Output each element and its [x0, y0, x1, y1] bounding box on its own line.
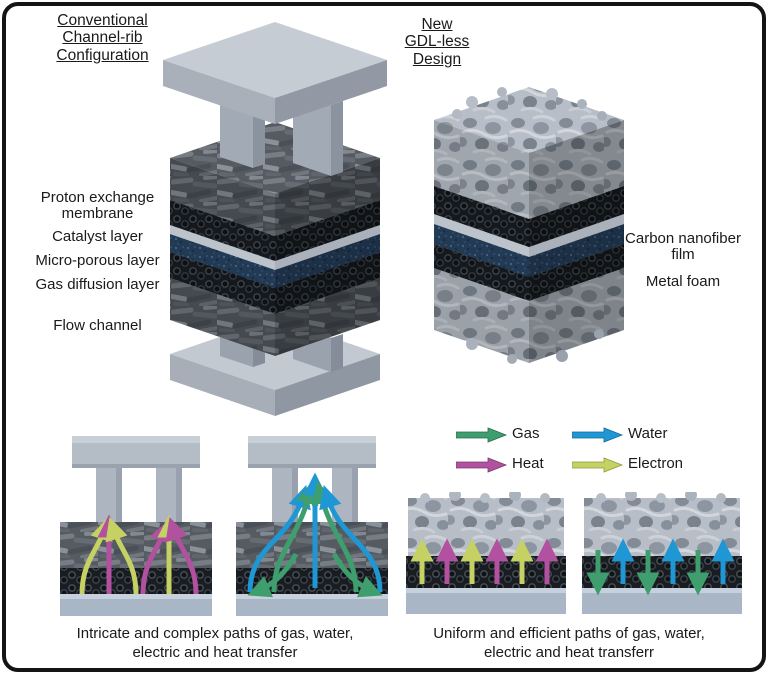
- label-flow-channel: Flow channel: [53, 317, 142, 334]
- water-arrow-icon: [572, 427, 624, 443]
- gdl-less-title-line2: GDL-less: [404, 33, 470, 51]
- label-catalyst-layer: Catalyst layer: [52, 228, 143, 245]
- label-gas-diffusion-layer: Gas diffusion layer: [35, 276, 160, 293]
- gdl-less-title-line3: Design: [412, 50, 462, 68]
- legend-label-gas: Gas: [512, 425, 540, 442]
- gdl-less-title-line1: New: [421, 16, 453, 33]
- gas-arrow-icon: [456, 427, 508, 443]
- flow-panel-gdl-less-gas-water: [582, 492, 742, 614]
- legend-label-water: Water: [628, 425, 668, 442]
- label-carbon-nanofiber-line2: film: [671, 246, 695, 263]
- gdl-less-title: New GDL-less Design: [377, 16, 497, 68]
- caption-gdl-less-line1: Uniform and efficient paths of gas, wate…: [433, 625, 705, 642]
- conventional-title-line1: Conventional: [57, 12, 148, 29]
- label-metal-foam: Metal foam: [645, 273, 721, 290]
- label-pem-line1: Proton exchange: [40, 189, 155, 206]
- gdl-less-stack-illustration: [434, 87, 624, 364]
- conventional-title-line3: Configuration: [56, 46, 149, 64]
- flow-panel-conventional-electron-heat: [60, 436, 212, 616]
- label-micro-porous-layer: Micro-porous layer: [35, 252, 160, 269]
- label-pem-line2: membrane: [61, 205, 134, 222]
- conventional-title: Conventional Channel-rib Configuration: [20, 12, 185, 64]
- flow-panel-gdl-less-electron-heat: [406, 492, 566, 614]
- conventional-title-line2: Channel-rib: [62, 29, 143, 47]
- caption-conventional-line1: Intricate and complex paths of gas, wate…: [76, 625, 354, 642]
- legend-label-heat: Heat: [512, 455, 544, 472]
- label-carbon-nanofiber-line1: Carbon nanofiber: [625, 230, 741, 247]
- electron-arrow-icon: [572, 457, 624, 473]
- caption-conventional-line2: electric and heat transfer: [132, 644, 298, 661]
- legend-label-electron: Electron: [628, 455, 684, 472]
- caption-gdl-less-line2: electric and heat transferr: [483, 644, 655, 661]
- conventional-stack-illustration: [163, 22, 387, 416]
- heat-arrow-icon: [456, 457, 508, 473]
- flow-panel-conventional-gas-water: [236, 436, 388, 616]
